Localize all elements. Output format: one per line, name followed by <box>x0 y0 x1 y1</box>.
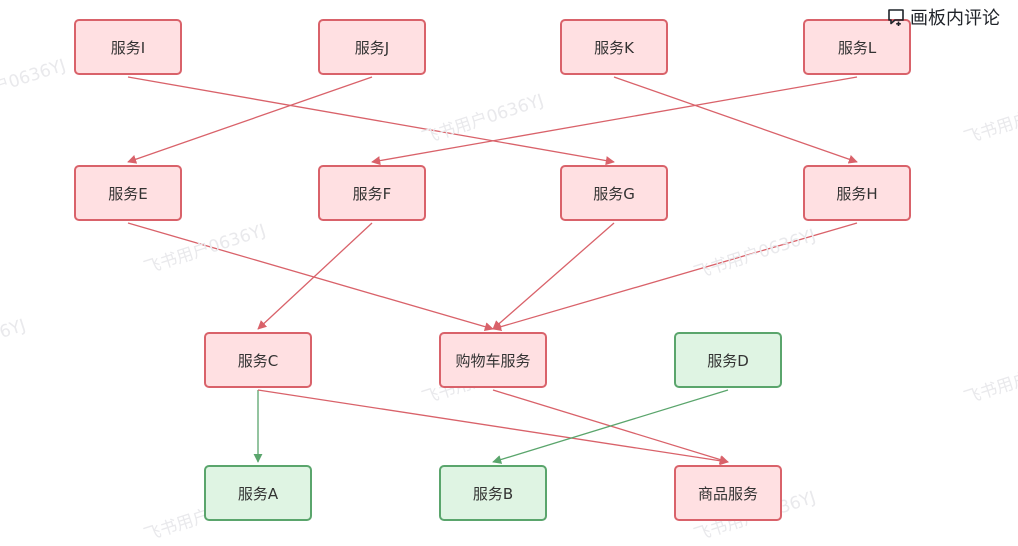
comment-plus-icon <box>886 7 906 27</box>
node-service-e[interactable]: 服务E <box>74 165 182 221</box>
edge-f-to-c <box>257 222 373 330</box>
node-service-i[interactable]: 服务I <box>74 19 182 75</box>
edges-layer <box>127 76 858 466</box>
board-comment-button[interactable]: 画板内评论 <box>886 4 1000 30</box>
node-service-f[interactable]: 服务F <box>318 165 426 221</box>
node-service-l[interactable]: 服务L <box>803 19 911 75</box>
edge-c-to-product <box>257 389 729 466</box>
node-service-h[interactable]: 服务H <box>803 165 911 221</box>
node-service-g[interactable]: 服务G <box>560 165 668 221</box>
edge-h-to-cart <box>492 222 858 332</box>
node-service-j[interactable]: 服务J <box>318 19 426 75</box>
board-comment-label: 画板内评论 <box>910 8 1000 29</box>
edge-g-to-cart <box>492 222 615 330</box>
node-service-k[interactable]: 服务K <box>560 19 668 75</box>
node-cart-service[interactable]: 购物车服务 <box>439 332 547 388</box>
edge-l-to-f <box>371 76 858 166</box>
edge-k-to-h <box>613 76 858 164</box>
node-service-c[interactable]: 服务C <box>204 332 312 388</box>
edge-e-to-cart <box>127 222 494 332</box>
edge-j-to-e <box>127 76 373 164</box>
node-service-d[interactable]: 服务D <box>674 332 782 388</box>
node-service-b[interactable]: 服务B <box>439 465 547 521</box>
edge-i-to-g <box>127 76 615 166</box>
edge-d-to-b <box>492 389 729 464</box>
node-product-service[interactable]: 商品服务 <box>674 465 782 521</box>
node-service-a[interactable]: 服务A <box>204 465 312 521</box>
